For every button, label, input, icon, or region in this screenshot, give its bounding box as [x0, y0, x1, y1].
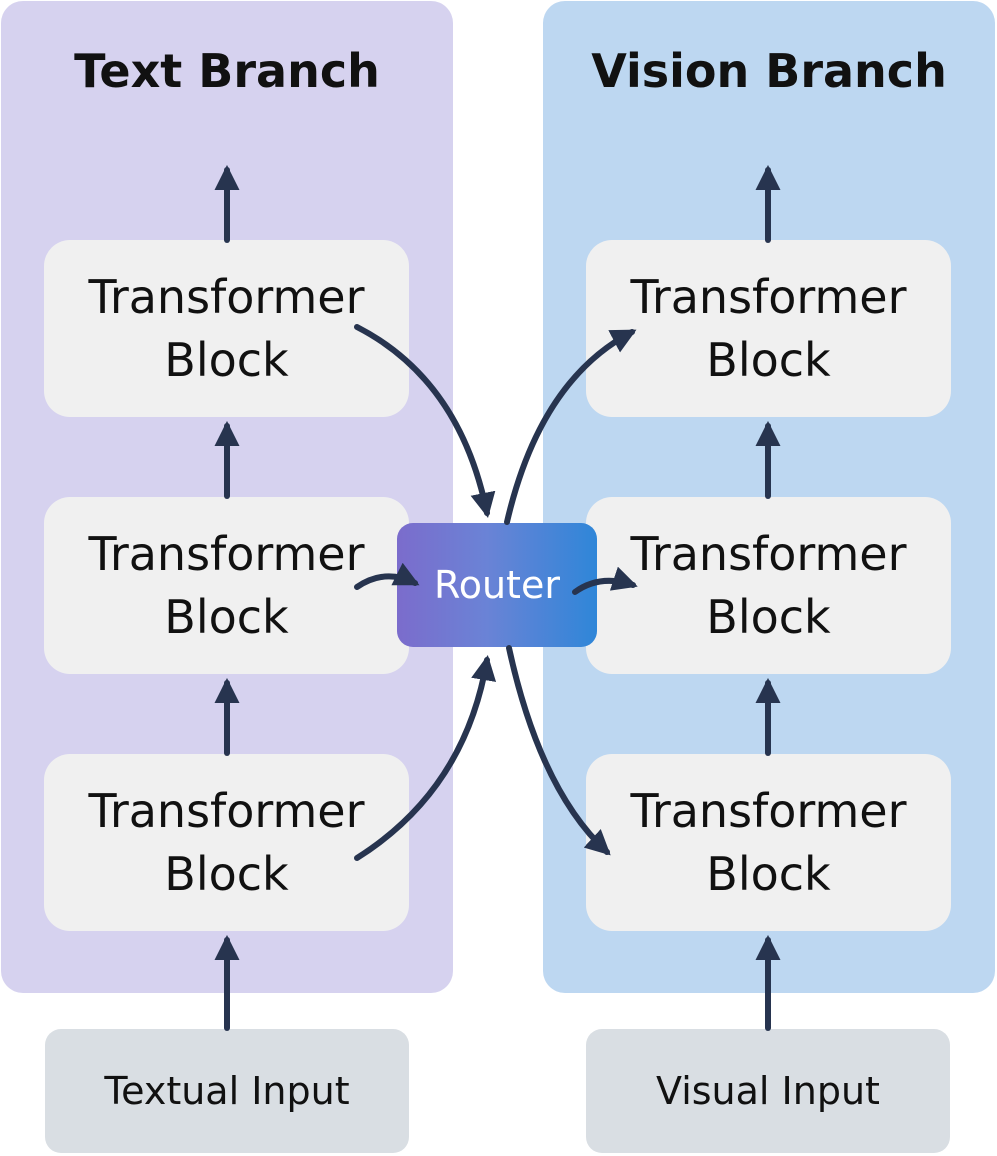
block-label-line2: Block — [706, 332, 831, 387]
router-label: Router — [434, 563, 560, 607]
textual-input-box: Textual Input — [45, 1029, 409, 1153]
block-label-line2: Block — [164, 589, 289, 644]
block-label-line2: Block — [706, 589, 831, 644]
block-label-line1: Transformer — [88, 269, 365, 324]
block-label-line1: Transformer — [88, 526, 365, 581]
text-transformer-block-middle: Transformer Block — [44, 497, 409, 674]
vision-transformer-block-top: Transformer Block — [586, 240, 951, 417]
block-label-line2: Block — [164, 846, 289, 901]
vision-transformer-block-middle: Transformer Block — [586, 497, 951, 674]
text-branch-title: Text Branch — [74, 44, 380, 98]
block-label-line1: Transformer — [88, 783, 365, 838]
block-label-line1: Transformer — [630, 269, 907, 324]
block-label-line1: Transformer — [630, 783, 907, 838]
block-label-line1: Transformer — [630, 526, 907, 581]
text-transformer-block-bottom: Transformer Block — [44, 754, 409, 931]
text-transformer-block-top: Transformer Block — [44, 240, 409, 417]
router-box: Router — [397, 523, 597, 647]
vision-branch-title: Vision Branch — [591, 44, 947, 98]
block-label-line2: Block — [164, 332, 289, 387]
vision-transformer-block-bottom: Transformer Block — [586, 754, 951, 931]
visual-input-box: Visual Input — [586, 1029, 950, 1153]
block-label-line2: Block — [706, 846, 831, 901]
